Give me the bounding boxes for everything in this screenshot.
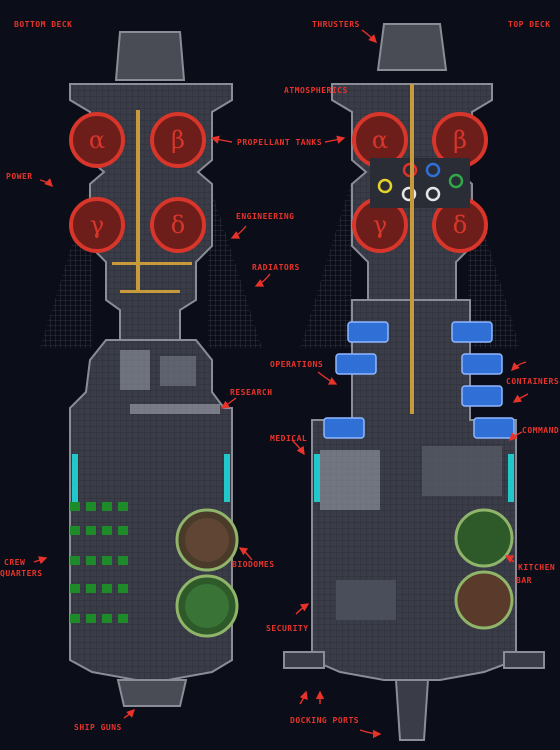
biodome-upper-soil [185,518,229,562]
bar-dome [454,570,514,630]
thruster-block [114,31,186,81]
label-containers: CONTAINERS [506,377,560,386]
arrow-containers-2 [512,393,529,403]
pipe-manifold [112,262,192,265]
tank-glyph-delta: δ [171,211,185,239]
label-engineering: ENGINEERING [236,212,295,221]
label-propellant-tanks: PROPELLANT TANKS [237,138,323,147]
label-docking-ports: DOCKING PORTS [290,716,360,725]
top-tank-glyph-gamma: γ [373,211,387,239]
top-pipe-spine [410,84,414,414]
label-kitchen: KITCHEN [518,563,556,572]
tank-glyph-alpha: α [89,126,105,154]
console-strip-left [72,454,78,502]
top-tank-glyph-alpha: α [372,126,388,154]
label-top-deck: TOP DECK [508,20,551,29]
top-thrusters [376,23,448,71]
gas-ring-white-2 [425,186,441,202]
label-ship-guns: SHIP GUNS [74,723,122,732]
top-radiator-fin-left [300,178,352,348]
atmospherics-room [370,158,470,208]
label-radiators: RADIATORS [252,263,300,272]
kitchen-dome [454,508,514,568]
label-operations: OPERATIONS [270,360,324,369]
ship-guns-mount [116,679,188,707]
label-quarters: QUARTERS [0,569,43,578]
radiator-fin-right [208,178,262,348]
arrow-propellant-right [324,135,346,144]
arrow-operations [317,371,338,385]
crew-quarters-beds [70,502,128,623]
arrow-security [295,603,310,615]
label-thrusters: THRUSTERS [312,20,360,29]
annotation-arrows [33,29,529,739]
pipe-spine [136,110,140,290]
label-crew: CREW [4,558,26,567]
top-console-strip-right [508,454,514,502]
arrow-containers-1 [511,361,527,371]
label-biodomes: BIODOMES [232,560,275,569]
top-tank-glyph-delta: δ [453,211,467,239]
arrow-crew-quarters [33,556,48,565]
arrow-engineering [230,225,247,239]
tank-alpha [69,112,125,168]
gas-ring-yellow [377,178,393,194]
arrow-propellant-left [210,135,233,144]
research-lab-2 [160,356,196,386]
gas-ring-blue [425,162,441,178]
arrow-ship-guns [123,709,135,719]
label-security: SECURITY [266,624,309,633]
arrow-radiators [254,273,271,287]
docking-port-aft [394,679,430,741]
arrow-thrusters [361,29,377,43]
label-medical: MEDICAL [270,434,308,443]
tank-glyph-beta: β [171,126,185,154]
bottom-deck-ship: α β γ δ [40,31,262,707]
top-tank-glyph-beta: β [453,126,467,154]
tank-glyph-gamma: γ [90,211,104,239]
top-deck-ship: α β γ δ [283,23,545,741]
gas-ring-white [401,186,417,202]
arrow-kitchen [504,555,515,563]
label-bottom-deck: BOTTOM DECK [14,20,73,29]
label-research: RESEARCH [230,388,273,397]
medical-bay [320,450,380,510]
arrow-medical [291,439,305,456]
arrow-docking-1 [299,690,308,705]
arrow-research [220,397,237,409]
tank-beta [150,112,206,168]
arrow-docking-3 [359,729,382,739]
cargo-containers [323,321,515,439]
arrow-command [509,431,523,441]
label-atmospherics: ATMOSPHERICS [284,86,348,95]
research-corridor [130,404,220,414]
tank-delta [150,197,206,253]
docking-port-right [503,651,545,669]
tank-gamma [69,197,125,253]
arrow-biodomes [238,547,253,561]
pipe-manifold-lower [120,290,180,293]
gas-ring-green [448,173,464,189]
biodome-lower-plants [185,584,229,628]
label-power: POWER [6,172,33,181]
label-bar: BAR [516,576,532,585]
console-strip-right [224,454,230,502]
top-console-strip-left [314,454,320,502]
security-room [336,580,396,620]
arrow-power [39,178,53,187]
docking-port-left [283,651,325,669]
research-lab-1 [120,350,150,390]
label-command: COMMAND [522,426,560,435]
command-deck [422,446,502,496]
